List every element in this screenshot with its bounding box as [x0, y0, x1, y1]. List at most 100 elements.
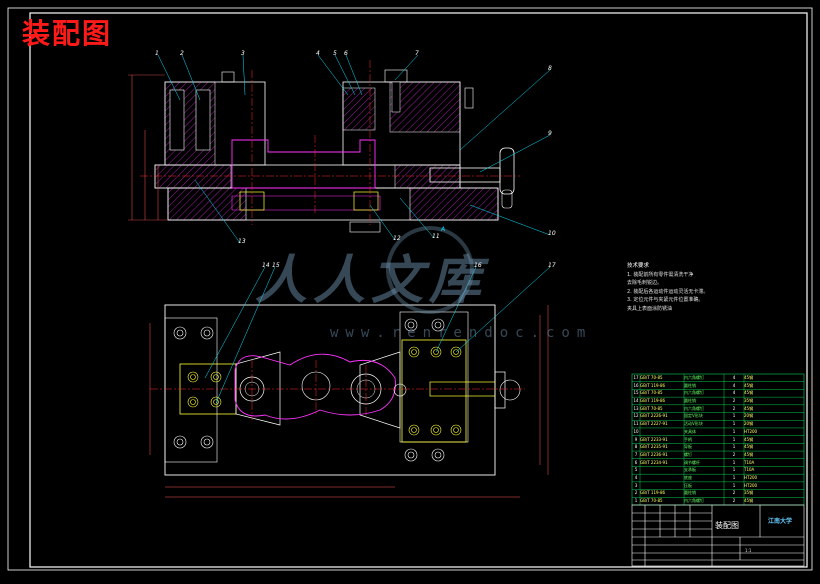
parts-cell-code: GB/T 2226-91	[640, 413, 668, 419]
parts-cell-no: 9	[634, 436, 638, 442]
parts-cell-mat: 45钢	[744, 436, 754, 442]
parts-cell-code: GB/T 119-86	[640, 382, 666, 388]
parts-cell-name: 内六角螺钉	[684, 375, 704, 380]
parts-cell-no: 2	[634, 490, 638, 496]
parts-cell-code: GB/T 2227-91	[640, 421, 668, 427]
title-block-scale: 1:1	[745, 548, 752, 553]
parts-cell-mat: 45钢	[744, 444, 754, 450]
callout-1: 1	[155, 50, 159, 57]
parts-cell-name: 螺钉	[684, 451, 692, 457]
parts-cell-name: 支承板	[684, 467, 696, 473]
notes-heading: 技术要求	[627, 263, 650, 269]
parts-cell-name: 手柄	[684, 436, 692, 442]
parts-cell-no: 1	[634, 498, 638, 503]
parts-cell-name: 固定V形块	[684, 413, 703, 419]
callout-15: 15	[272, 262, 280, 269]
callout-5: 5	[333, 50, 337, 57]
parts-cell-name: 内六角螺钉	[684, 390, 704, 396]
watermark-text: 人人文库	[255, 250, 488, 311]
parts-cell-no: 15	[633, 390, 639, 396]
parts-cell-qty: 1	[732, 436, 736, 442]
parts-cell-qty: 4	[732, 375, 736, 380]
parts-cell-qty: 1	[732, 428, 736, 434]
parts-cell-name: 活动V形块	[684, 421, 703, 427]
watermark-url: www.renrendoc.com	[330, 325, 593, 341]
callout-12: 12	[393, 235, 401, 242]
parts-cell-code	[640, 466, 684, 474]
callout-3: 3	[241, 50, 245, 57]
parts-cell-mat: 45钢	[744, 382, 754, 388]
inner-border	[29, 12, 808, 568]
note-item: 1. 装配前所有零件需清洗干净	[627, 271, 694, 278]
parts-cell-no: 6	[634, 459, 638, 465]
parts-cell-qty: 1	[732, 459, 736, 465]
parts-cell-name: 内六角螺钉	[684, 498, 704, 503]
parts-cell-no: 5	[634, 467, 638, 473]
callout-13: 13	[238, 238, 246, 245]
parts-cell-qty: 1	[732, 444, 736, 450]
callout-2: 2	[180, 50, 184, 57]
parts-cell-code: GB/T 2236-91	[640, 451, 668, 457]
parts-cell-no: 16	[633, 382, 639, 388]
callout-16: 16	[474, 262, 482, 269]
front-section-view	[128, 54, 551, 244]
parts-cell-code: GB/T 70-85	[640, 498, 663, 503]
parts-cell-no: 11	[633, 421, 639, 427]
parts-cell-code: GB/T 2234-91	[640, 459, 668, 465]
parts-cell-mat: T10A	[744, 467, 755, 473]
parts-cell-no: 3	[634, 482, 638, 488]
callout-4: 4	[316, 50, 320, 57]
parts-cell-code: GB/T 119-86	[640, 490, 666, 496]
parts-cell-no: 14	[633, 398, 639, 404]
parts-cell-qty: 4	[732, 390, 736, 396]
parts-cell-mat: T10A	[744, 459, 755, 465]
technical-notes: 技术要求 1. 装配前所有零件需清洗干净 去除毛刺锐边。2. 装配后各运动件运动…	[627, 262, 708, 313]
parts-cell-no: 17	[633, 375, 639, 380]
parts-cell-no: 13	[633, 405, 639, 411]
note-item: 3. 定位元件与夹紧元件位置准确。	[627, 297, 704, 303]
parts-cell-qty: 1	[732, 421, 736, 427]
parts-cell-mat: HT200	[744, 482, 758, 488]
parts-cell-code: GB/T 70-85	[640, 390, 663, 396]
parts-cell-no: 8	[634, 444, 638, 450]
parts-cell-qty: 1	[732, 482, 736, 488]
parts-cell-qty: 1	[732, 474, 736, 480]
parts-cell-no: 10	[633, 428, 639, 434]
parts-cell-mat: 20钢	[744, 413, 754, 419]
parts-cell-code: GB/T 2233-91	[640, 436, 668, 442]
plan-view	[149, 266, 551, 498]
parts-cell-name: 调节螺杆	[684, 459, 700, 465]
parts-cell-qty: 4	[732, 382, 736, 388]
callout-9: 9	[548, 130, 552, 137]
parts-cell-name: 底座	[684, 474, 692, 480]
parts-cell-qty: 2	[732, 398, 736, 404]
parts-cell-name: 圆柱销	[684, 398, 696, 404]
watermark-emblem	[386, 226, 474, 314]
parts-cell-code	[640, 428, 684, 436]
parts-cell-mat: 20钢	[744, 421, 754, 427]
parts-cell-code: GB/T 2235-91	[640, 444, 668, 450]
parts-cell-qty: 2	[732, 405, 736, 411]
parts-cell-mat: 35钢	[744, 398, 754, 404]
parts-cell-mat: 35钢	[744, 490, 754, 496]
parts-cell-mat: 45钢	[744, 390, 754, 396]
parts-cell-no: 12	[633, 413, 639, 419]
parts-cell-qty: 2	[732, 451, 736, 457]
parts-cell-code: GB/T 70-85	[640, 375, 663, 380]
parts-cell-name: 内六角螺钉	[684, 405, 704, 411]
callout-10: 10	[548, 230, 556, 237]
title-block	[631, 504, 805, 567]
parts-cell-name: 夹具体	[684, 428, 696, 434]
note-item: 去除毛刺锐边。	[627, 280, 663, 286]
